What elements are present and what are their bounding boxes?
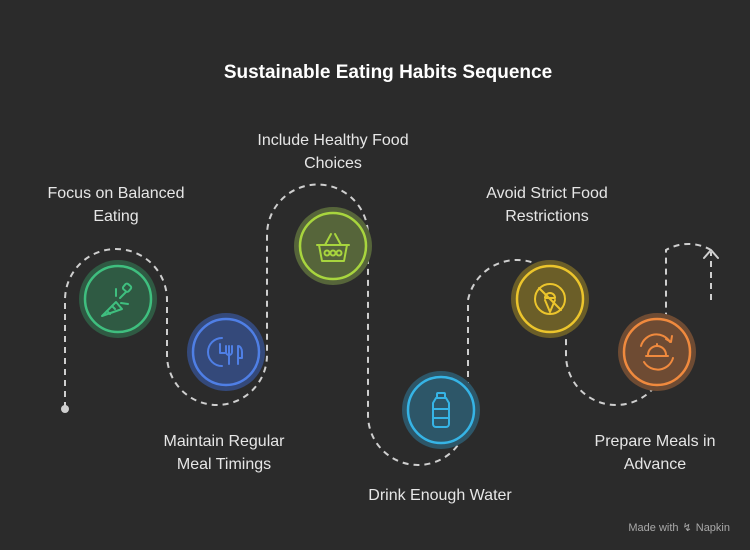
step-6-label-line-2: Advance [623, 456, 687, 473]
end-arrow-icon [703, 249, 719, 259]
made-with-napkin-badge[interactable]: Made with ↯ Napkin [628, 521, 730, 535]
start-dot [61, 405, 69, 413]
step-6-node [618, 313, 696, 391]
cloche-cycle-icon [640, 333, 674, 371]
diagram-title: Sustainable Eating Habits Sequence [223, 62, 553, 83]
step-3-node [294, 207, 372, 285]
step-1-label-line-1: Focus on Balanced [47, 185, 185, 202]
clock-utensils-icon [207, 337, 243, 367]
step-4-label: Drink Enough Water [340, 484, 540, 507]
no-ice-cream-icon [534, 283, 566, 315]
water-bottle-icon [432, 392, 450, 428]
step-3-label: Include Healthy Food Choices [233, 129, 433, 175]
step-3-label-line-2: Choices [304, 155, 362, 172]
step-5-label-line-1: Avoid Strict Food [486, 185, 608, 202]
step-2-label: Maintain Regular Meal Timings [124, 430, 324, 476]
step-6-label: Prepare Meals in Advance [555, 430, 750, 476]
step-1-node [79, 260, 157, 338]
made-with-text: Made with [628, 521, 679, 534]
step-2-label-line-1: Maintain Regular [163, 433, 285, 450]
step-3-label-line-1: Include Healthy Food [257, 132, 409, 149]
step-2-node [187, 313, 265, 391]
flow-path [64, 183, 712, 466]
step-5-label: Avoid Strict Food Restrictions [447, 182, 647, 228]
napkin-brand-text: Napkin [695, 521, 730, 534]
carrot-icon [101, 282, 133, 317]
step-5-node [511, 260, 589, 338]
step-2-label-line-2: Meal Timings [176, 456, 272, 473]
step-1-label-line-2: Eating [93, 208, 139, 225]
step-4-node [402, 371, 480, 449]
step-6-label-line-1: Prepare Meals in [594, 433, 716, 450]
basket-icon [316, 233, 350, 262]
step-4-label-line-1: Drink Enough Water [368, 487, 512, 504]
step-5-label-line-2: Restrictions [505, 208, 589, 225]
step-1-label: Focus on Balanced Eating [16, 182, 216, 228]
napkin-logo-icon: ↯ [682, 522, 692, 534]
